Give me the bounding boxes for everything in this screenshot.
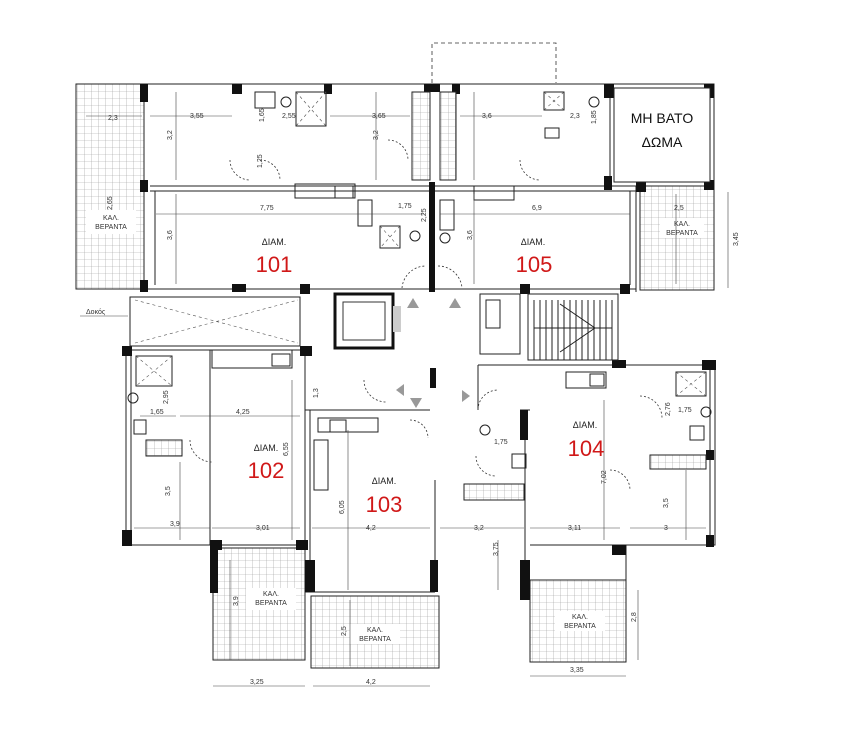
roof-area: ΜΗ ΒΑΤΟ ΔΩΜΑ [613, 87, 711, 183]
beam-label: Δοκός [86, 308, 106, 316]
dim-label: 3,35 [570, 667, 584, 674]
dim-label: 1,3 [313, 388, 320, 398]
dim-label: 3,6 [467, 230, 474, 240]
dim-label: 1,25 [257, 154, 264, 168]
fixtures [127, 91, 712, 491]
dim-label: 3,75 [493, 542, 500, 556]
closets [145, 91, 707, 501]
unit-105: ΔΙΑΜ. 105 [516, 237, 553, 277]
dim-label: 1,65 [150, 409, 164, 416]
unit-number: 105 [516, 252, 553, 277]
stair-core [129, 292, 619, 361]
dim-label: 3,5 [663, 498, 670, 508]
dim-label: 4,25 [236, 409, 250, 416]
veranda-top-left: ΚΑΛ. ΒΕΡΑΝΤΑ [75, 83, 145, 290]
veranda-bottom-right: ΚΑΛ. ΒΕΡΑΝΤΑ [529, 579, 627, 663]
unit-number: 103 [366, 492, 403, 517]
dim-label: 2,8 [631, 612, 638, 622]
dim-label: 3,65 [372, 113, 386, 120]
dim-label: 3,6 [482, 113, 492, 120]
unit-label: ΔΙΑΜ. [262, 237, 287, 247]
dim-label: 3,2 [474, 525, 484, 532]
dim-label: 6,9 [532, 205, 542, 212]
dim-label: 3,5 [165, 486, 172, 496]
dim-label: 3,11 [568, 525, 581, 532]
veranda-label-2: ΒΕΡΑΝΤΑ [95, 224, 127, 231]
dim-label: 2,5 [341, 626, 348, 636]
dim-label: 6,05 [339, 500, 346, 514]
unit-number: 104 [568, 436, 605, 461]
dim-label: 4,2 [366, 525, 376, 532]
dim-label: 3,9 [233, 596, 240, 606]
dim-label: 3,9 [170, 521, 180, 528]
unit-number: 101 [256, 252, 293, 277]
dim-label: 1,75 [398, 203, 412, 210]
dim-label: 3 [664, 525, 668, 532]
veranda-label-1: ΚΑΛ. [103, 215, 119, 222]
veranda-label-1: ΚΑΛ. [263, 591, 279, 598]
veranda-bottom-left: ΚΑΛ. ΒΕΡΑΝΤΑ [212, 547, 306, 661]
unit-label: ΔΙΑΜ. [372, 476, 397, 486]
dim-label: 2,25 [421, 208, 428, 222]
dim-label: 3,2 [373, 130, 380, 140]
dim-label: 1,75 [678, 407, 692, 414]
dim-label: 3,25 [250, 679, 264, 686]
veranda-label-2: ΒΕΡΑΝΤΑ [666, 230, 698, 237]
unit-number: 102 [248, 458, 285, 483]
roof-title-line2: ΔΩΜΑ [642, 134, 683, 150]
veranda-label-2: ΒΕΡΑΝΤΑ [564, 623, 596, 630]
dim-label: 1,85 [591, 110, 598, 124]
veranda-bottom-mid: ΚΑΛ. ΒΕΡΑΝΤΑ [310, 595, 440, 669]
unit-104: ΔΙΑΜ. 104 [568, 420, 605, 461]
veranda-top-right: ΚΑΛ. ΒΕΡΑΝΤΑ [639, 185, 715, 291]
dim-label: 3,55 [190, 113, 204, 120]
dimension-lines [80, 92, 729, 687]
dim-label: 1,65 [259, 108, 266, 122]
veranda-label-2: ΒΕΡΑΝΤΑ [359, 636, 391, 643]
dim-label: 2,65 [107, 196, 114, 210]
veranda-label-1: ΚΑΛ. [572, 614, 588, 621]
dim-label: 3,6 [167, 230, 174, 240]
veranda-label-1: ΚΑΛ. [674, 221, 690, 228]
dim-label: 6,55 [283, 442, 290, 456]
unit-label: ΔΙΑΜ. [521, 237, 546, 247]
dim-label: 3,01 [256, 525, 270, 532]
unit-101: ΔΙΑΜ. 101 [256, 237, 293, 277]
dim-label: 3,2 [167, 130, 174, 140]
unit-label: ΔΙΑΜ. [573, 420, 598, 430]
dim-label: 1,75 [494, 439, 508, 446]
door-swings [189, 139, 663, 491]
unit-102: ΔΙΑΜ. 102 [248, 443, 285, 483]
veranda-label-2: ΒΕΡΑΝΤΑ [255, 600, 287, 607]
dim-label: 3,45 [733, 232, 740, 246]
dim-label: 2,3 [570, 113, 580, 120]
dim-label: 2,76 [665, 402, 672, 416]
dim-label: 7,75 [260, 205, 274, 212]
roof-projection [431, 42, 557, 83]
dim-label: 2,5 [674, 205, 684, 212]
dim-label: 7,02 [601, 470, 608, 484]
dim-label: 4,2 [366, 679, 376, 686]
dim-label: 2,3 [108, 115, 118, 122]
unit-103: ΔΙΑΜ. 103 [366, 476, 403, 517]
veranda-label-1: ΚΑΛ. [367, 627, 383, 634]
unit-label: ΔΙΑΜ. [254, 443, 279, 453]
corridor-arrows [396, 298, 470, 408]
dimension-labels: 2,3 3,55 3,2 1,65 2,55 3,65 3,2 3,6 2,3 … [86, 108, 740, 686]
dim-label: 2,55 [282, 113, 296, 120]
roof-title-line1: ΜΗ ΒΑΤΟ [631, 110, 694, 126]
structural-columns [122, 84, 716, 600]
dim-label: 2,95 [163, 390, 170, 404]
